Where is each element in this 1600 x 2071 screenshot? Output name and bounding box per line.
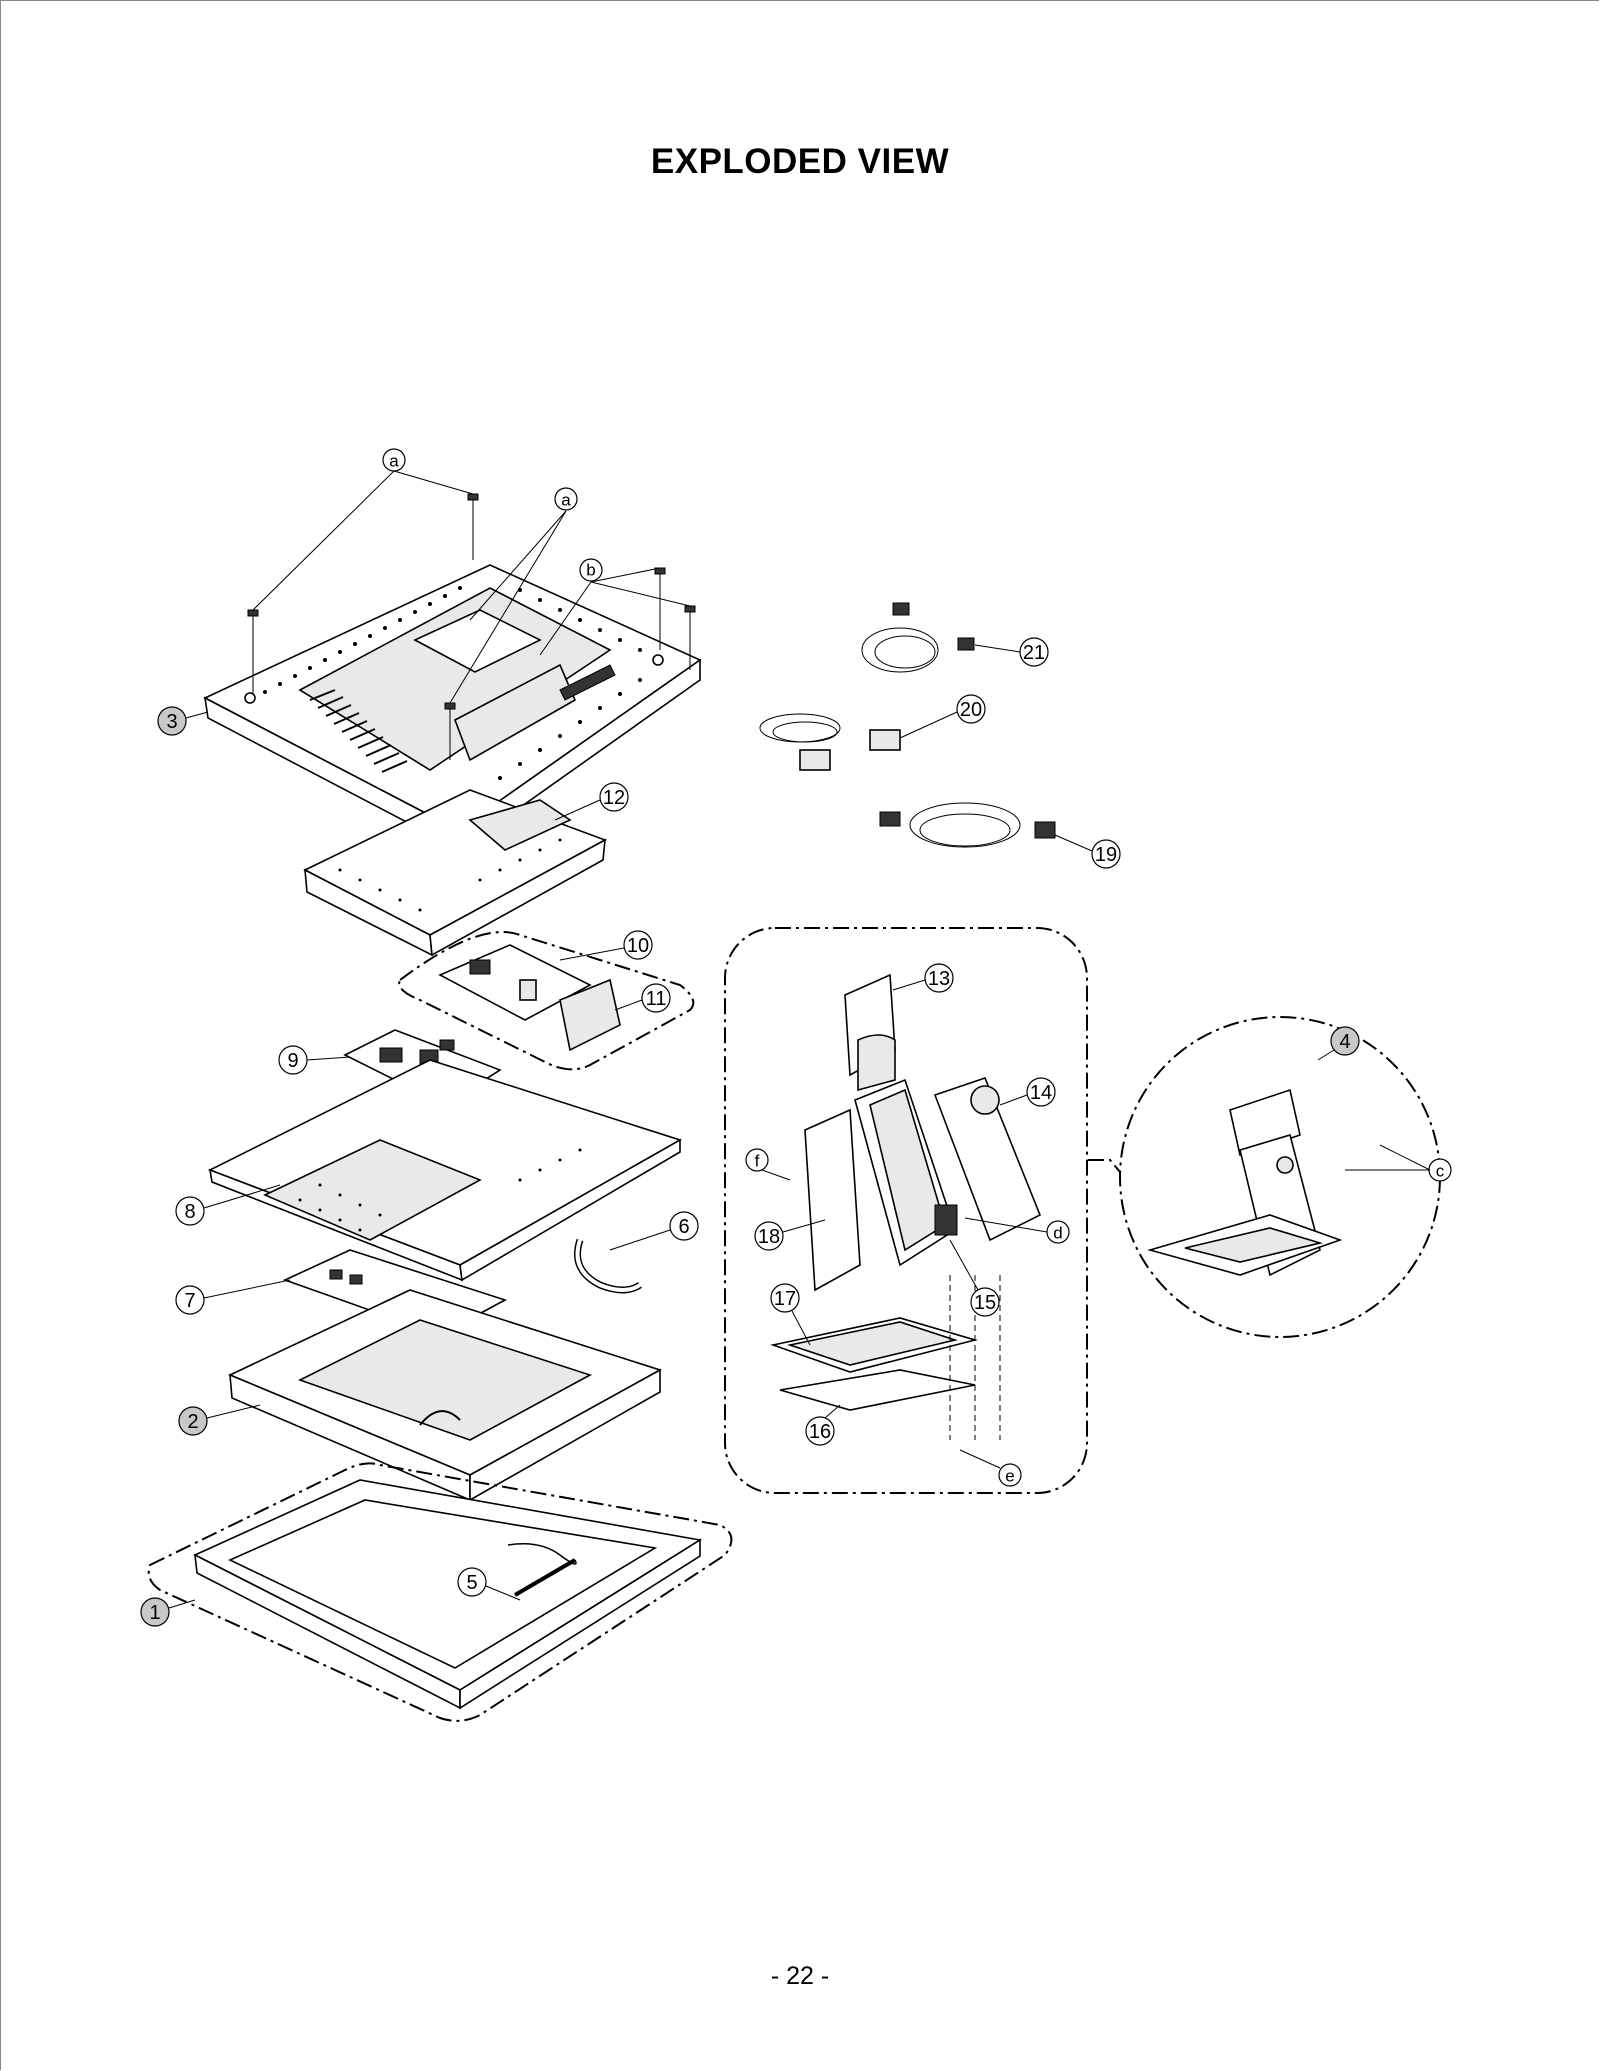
svg-text:12: 12 xyxy=(603,787,625,809)
callout-a-left: a xyxy=(382,448,406,472)
callout-3: 3 xyxy=(157,706,209,736)
screws-a-b xyxy=(247,470,696,760)
svg-text:d: d xyxy=(1053,1224,1062,1243)
callout-c: c xyxy=(1345,1144,1452,1182)
callout-8: 8 xyxy=(175,1184,281,1226)
callout-f: f xyxy=(745,1148,791,1181)
svg-text:13: 13 xyxy=(928,968,950,990)
lcd-module xyxy=(228,1289,663,1502)
callout-9: 9 xyxy=(278,1045,351,1075)
callout-7: 7 xyxy=(175,1279,291,1315)
svg-text:3: 3 xyxy=(166,711,177,733)
callout-13: 13 xyxy=(892,963,954,993)
svg-text:19: 19 xyxy=(1095,844,1117,866)
callout-6: 6 xyxy=(609,1211,699,1251)
svg-text:17: 17 xyxy=(774,1288,796,1310)
callout-12: 12 xyxy=(554,782,629,821)
callout-e: e xyxy=(959,1449,1022,1487)
callout-21: 21 xyxy=(974,637,1049,667)
svg-text:20: 20 xyxy=(960,699,982,721)
power-board-group xyxy=(398,931,695,1071)
svg-text:a: a xyxy=(561,491,571,510)
callout-11: 11 xyxy=(614,983,671,1013)
svg-text:b: b xyxy=(586,561,595,580)
svg-text:c: c xyxy=(1436,1162,1445,1181)
callout-17: 17 xyxy=(770,1283,811,1346)
svg-text:9: 9 xyxy=(287,1050,298,1072)
back-cover xyxy=(203,564,702,852)
svg-text:16: 16 xyxy=(809,1421,831,1443)
svg-text:10: 10 xyxy=(627,935,649,957)
svg-text:e: e xyxy=(1005,1467,1014,1486)
callout-18: 18 xyxy=(754,1219,826,1251)
vga-cable xyxy=(879,802,1056,848)
callout-19: 19 xyxy=(1054,834,1121,869)
svg-text:5: 5 xyxy=(466,1572,477,1594)
inner-frame xyxy=(208,1059,682,1282)
svg-text:4: 4 xyxy=(1339,1031,1350,1053)
main-board-shield xyxy=(303,789,607,957)
svg-text:14: 14 xyxy=(1030,1082,1052,1104)
dvi-cable xyxy=(759,713,901,771)
svg-text:f: f xyxy=(755,1152,760,1171)
callout-10: 10 xyxy=(559,930,653,961)
stand-group xyxy=(724,927,1088,1494)
page-title: EXPLODED VIEW xyxy=(650,142,950,181)
svg-text:6: 6 xyxy=(678,1216,689,1238)
ffc-cable xyxy=(574,1238,642,1294)
svg-text:7: 7 xyxy=(184,1290,195,1312)
callout-16: 16 xyxy=(805,1404,841,1446)
callout-15: 15 xyxy=(949,1239,1000,1317)
svg-text:21: 21 xyxy=(1023,642,1045,664)
stand-detail xyxy=(1088,1016,1441,1338)
usb-cable xyxy=(861,602,975,673)
svg-text:11: 11 xyxy=(646,988,667,1010)
svg-text:18: 18 xyxy=(758,1226,780,1248)
svg-text:a: a xyxy=(389,452,399,471)
callout-20: 20 xyxy=(899,694,986,739)
callout-1: 1 xyxy=(140,1597,196,1627)
callout-14: 14 xyxy=(999,1077,1056,1107)
front-bezel-group xyxy=(147,1462,733,1722)
callout-2: 2 xyxy=(178,1404,261,1436)
callout-4: 4 xyxy=(1317,1026,1360,1061)
callout-a-right: a xyxy=(554,487,578,511)
callout-d: d xyxy=(964,1217,1070,1244)
page-number: - 22 - xyxy=(770,1962,830,1990)
svg-text:15: 15 xyxy=(974,1292,996,1314)
svg-text:2: 2 xyxy=(187,1411,198,1433)
callout-b: b xyxy=(579,558,603,582)
svg-text:8: 8 xyxy=(184,1201,195,1223)
svg-text:1: 1 xyxy=(149,1602,160,1624)
callout-5: 5 xyxy=(457,1567,521,1601)
